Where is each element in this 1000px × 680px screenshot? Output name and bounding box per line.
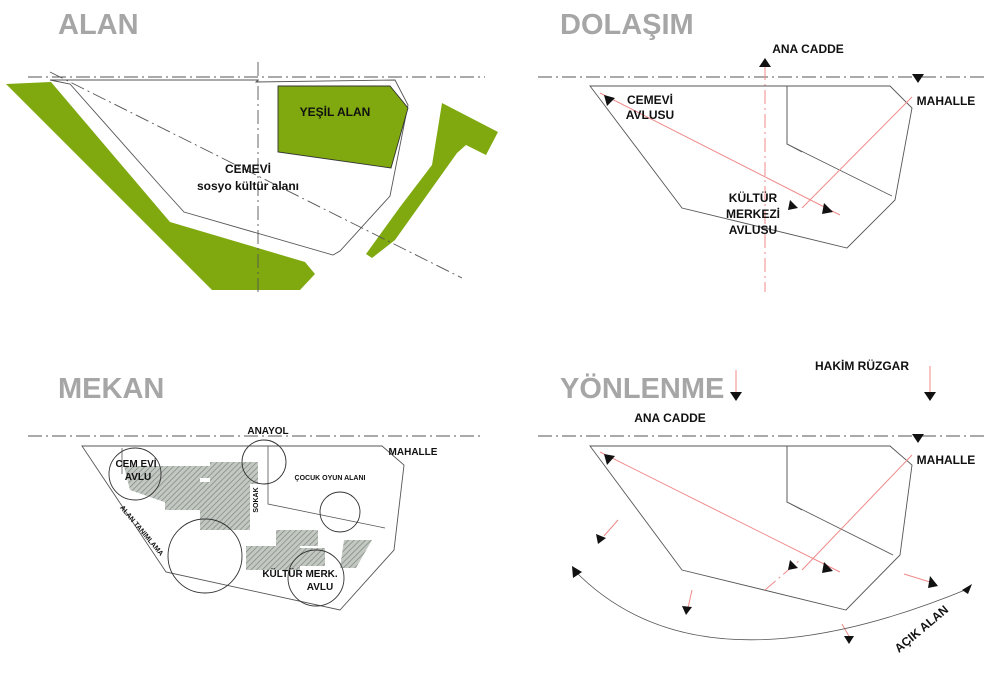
sokak-label: SOKAK: [253, 487, 260, 512]
green-strip-left: [6, 82, 315, 290]
arc-arrow-right-icon: [962, 584, 972, 594]
cemevi-avlusu-label: CEMEVİ: [627, 92, 673, 107]
arrow-icon: [604, 95, 615, 106]
panel-yonlenme: YÖNLENME: [538, 358, 985, 655]
site-boundary-alan: [49, 79, 409, 256]
panel-alan: ALAN YEŞİL ALAN CEMEVİ sosyo kültür alan…: [6, 9, 498, 292]
cemevi-sub-label: sosyo kültür alanı: [197, 179, 299, 193]
kultur-merkezi-label: KÜLTÜR: [729, 190, 778, 205]
open-area-arc: [572, 566, 972, 641]
arrow-icon: [682, 606, 692, 615]
acik-alan-label: AÇIK ALAN: [892, 603, 951, 656]
cemevi-avlusu-label-2: AVLUSU: [626, 108, 674, 122]
kultur-merk-label: KÜLTÜR MERK.: [262, 567, 338, 580]
cem-evi-avlu-label: AVLU: [125, 472, 151, 483]
arrow-icon: [844, 636, 854, 644]
hatched-buildings: [124, 462, 372, 570]
alan-tanimlama-label: ALAN TANIMLAMA: [118, 505, 164, 558]
site-boundary-yonlenme: [589, 445, 913, 611]
kultur-avlu-circle: [287, 549, 345, 607]
mahalle-label: MAHALLE: [917, 94, 976, 108]
ana-cadde-label: ANA CADDE: [772, 42, 844, 56]
courtyard-circles: [108, 439, 361, 607]
yesil-alan-label: YEŞİL ALAN: [300, 104, 371, 119]
arrow-icon: [822, 203, 833, 214]
green-strip-right: [366, 103, 498, 258]
cem-evi-label: CEM EVİ: [115, 457, 156, 470]
wind-arrow-icon: [730, 392, 742, 401]
kultur-merkezi-label-3: AVLUSU: [729, 223, 777, 237]
arrow-down-icon: [912, 434, 924, 443]
arrow-down-icon: [912, 74, 924, 83]
arc-arrow-left-icon: [572, 566, 582, 578]
panel-title-mekan: MEKAN: [58, 373, 164, 405]
arrow-up-icon: [759, 58, 771, 67]
anayol-label: ANAYOL: [247, 426, 288, 437]
kultur-merkezi-label-2: MERKEZİ: [726, 206, 780, 221]
axes-alan: [28, 62, 485, 292]
ana-cadde-label: ANA CADDE: [634, 411, 706, 425]
cocuk-oyun-label: ÇOCUK OYUN ALANI: [295, 475, 366, 482]
anayol-circle: [241, 439, 287, 485]
entry-circle: [167, 518, 243, 594]
arrow-icon: [604, 454, 615, 465]
cocuk-oyun-circle: [319, 491, 361, 533]
arrow-icon: [788, 200, 798, 210]
panel-title-alan: ALAN: [58, 9, 139, 41]
orientation-lines: [599, 366, 931, 639]
arrow-icon: [788, 560, 798, 570]
wind-arrow-icon: [924, 392, 936, 401]
mahalle-label: MAHALLE: [917, 453, 976, 467]
site-boundary-mekan: [81, 445, 405, 611]
site-boundary-dolasim: [589, 85, 913, 249]
panel-title-dolasim: DOLAŞIM: [560, 9, 694, 41]
cem-evi-avlu-circle: [108, 447, 162, 501]
arrow-icon: [596, 534, 606, 544]
circulation-lines: [599, 92, 913, 216]
arrows-yonlenme: [596, 392, 938, 644]
panel-title-yonlenme: YÖNLENME: [560, 372, 724, 405]
hakim-ruzgar-label: HAKİM RÜZGAR: [815, 358, 909, 373]
yesil-alan-block: YEŞİL ALAN: [277, 85, 409, 169]
mahalle-label: MAHALLE: [389, 447, 438, 458]
panel-mekan: MEKAN ANAYOL MAHALLE: [28, 373, 482, 611]
arrow-icon: [822, 562, 833, 573]
arrow-icon: [928, 576, 938, 588]
cemevi-label: CEMEVİ: [225, 161, 271, 176]
arrows-dolasim: [604, 58, 924, 214]
panel-dolasim: DOLAŞIM ANA CADDE MAHALLE CEMEVİ AVLUSU …: [538, 9, 985, 292]
kultur-merk-avlu-label: AVLU: [307, 582, 333, 593]
axes-dolasim: [538, 66, 985, 292]
